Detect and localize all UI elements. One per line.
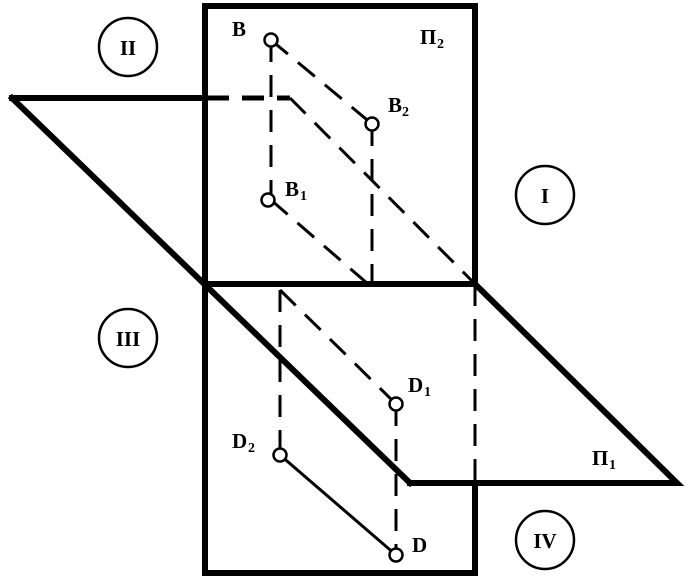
quadrant-ii: II (97, 16, 159, 78)
svg-text:Π: Π (420, 25, 436, 49)
svg-text:I: I (541, 184, 549, 208)
svg-text:2: 2 (437, 37, 444, 52)
quadrant-iv: IV (514, 509, 576, 571)
label-b1: B 1 (285, 177, 307, 204)
point-d2 (272, 447, 288, 463)
point-b1 (260, 192, 276, 208)
point-b (263, 32, 279, 48)
svg-text:2: 2 (248, 441, 255, 456)
quadrant-iii: III (97, 307, 159, 369)
frontal-plane-upper-edge (202, 3, 478, 287)
d1-to-axis-line (278, 288, 398, 406)
quadrant-i: I (514, 164, 576, 226)
svg-text:Π: Π (592, 446, 608, 470)
frontal-plane-label: Π 2 (420, 25, 444, 52)
horizontal-plane-left-edge (7, 93, 415, 488)
svg-text:D: D (408, 373, 423, 397)
label-d: D (412, 533, 427, 557)
point-d (388, 547, 404, 563)
label-b2: B 2 (388, 93, 409, 120)
horizontal-plane-label: Π 1 (592, 446, 616, 473)
svg-text:1: 1 (424, 385, 431, 400)
svg-text:1: 1 (609, 458, 616, 473)
svg-text:B: B (388, 93, 402, 117)
svg-text:2: 2 (402, 105, 409, 120)
b-to-b2-line (270, 38, 373, 126)
svg-text:1: 1 (300, 189, 307, 204)
label-d1: D 1 (408, 373, 431, 400)
d2-to-d-line (279, 453, 397, 557)
svg-text:IV: IV (533, 529, 556, 553)
horizontal-plane-front-edge (202, 281, 685, 486)
svg-text:B: B (285, 177, 299, 201)
svg-text:D: D (232, 429, 247, 453)
label-b: B (232, 17, 246, 41)
svg-text:III: III (116, 327, 141, 351)
svg-text:II: II (120, 36, 136, 60)
b1-to-axis-line (270, 198, 369, 286)
frontal-plane-lower-edge (202, 281, 478, 576)
label-d2: D 2 (232, 429, 255, 456)
horizontal-plane-hidden-diagonal (288, 96, 477, 286)
point-d1 (388, 396, 404, 412)
point-b2 (364, 116, 380, 132)
